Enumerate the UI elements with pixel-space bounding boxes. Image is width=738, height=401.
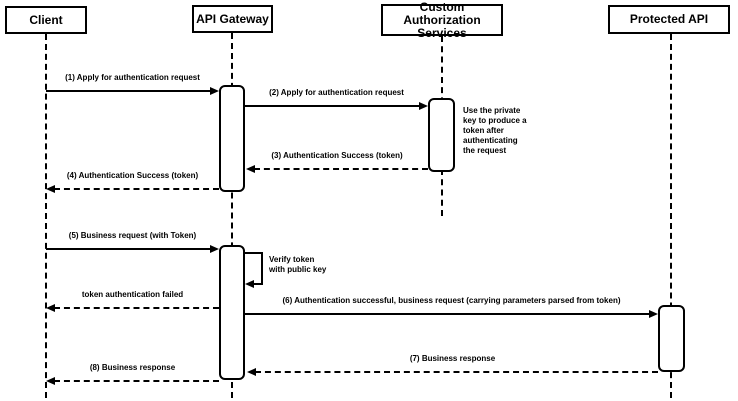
message-3-authentication-success: (3) Authentication Success (token) bbox=[246, 151, 428, 174]
lifeline-api-gateway bbox=[231, 33, 233, 398]
message-2-label: (2) Apply for authentication request bbox=[269, 88, 404, 97]
message-6-line bbox=[245, 313, 650, 315]
message-7-business-response: (7) Business response bbox=[247, 354, 658, 377]
message-5-label: (5) Business request (with Token) bbox=[68, 231, 197, 240]
message-3-line bbox=[254, 168, 428, 170]
activation-api-gateway-business bbox=[219, 245, 245, 380]
note-use-private-key: Use the private key to produce a token a… bbox=[463, 106, 527, 155]
message-8-label: (8) Business response bbox=[89, 363, 176, 372]
activation-api-gateway-auth bbox=[219, 85, 245, 192]
self-loop-line bbox=[245, 252, 263, 254]
message-8-business-response: (8) Business response bbox=[46, 363, 219, 386]
arrowhead-left-icon bbox=[46, 377, 55, 385]
lifeline-client bbox=[45, 34, 47, 398]
message-4-line bbox=[54, 188, 219, 190]
message-token-auth-failed: token authentication failed bbox=[46, 290, 219, 313]
message-3-label: (3) Authentication Success (token) bbox=[271, 151, 403, 160]
arrowhead-left-icon bbox=[46, 304, 55, 312]
self-loop-line bbox=[261, 252, 263, 285]
message-1-line bbox=[46, 90, 211, 92]
actor-client: Client bbox=[5, 6, 87, 34]
activation-custom-auth-services bbox=[428, 98, 455, 172]
activation-protected-api bbox=[658, 305, 685, 372]
lifeline-protected-api bbox=[670, 34, 672, 398]
arrowhead-right-icon bbox=[210, 245, 219, 253]
self-message-label: Verify token with public key bbox=[269, 255, 327, 274]
message-4-label: (4) Authentication Success (token) bbox=[66, 171, 199, 180]
arrowhead-left-icon bbox=[246, 165, 255, 173]
message-2-apply-authentication: (2) Apply for authentication request bbox=[245, 88, 428, 111]
arrowhead-left-icon bbox=[247, 368, 256, 376]
message-4-authentication-success: (4) Authentication Success (token) bbox=[46, 171, 219, 194]
message-7-line bbox=[255, 371, 658, 373]
message-1-label: (1) Apply for authentication request bbox=[65, 73, 200, 82]
message-token-auth-failed-line bbox=[54, 307, 219, 309]
arrowhead-right-icon bbox=[210, 87, 219, 95]
actor-api-gateway: API Gateway bbox=[192, 5, 273, 33]
message-2-line bbox=[245, 105, 420, 107]
arrowhead-right-icon bbox=[419, 102, 428, 110]
self-loop-line bbox=[251, 283, 261, 285]
arrowhead-left-icon bbox=[46, 185, 55, 193]
message-6-auth-successful-business-request: (6) Authentication successful, business … bbox=[245, 296, 658, 319]
message-5-line bbox=[46, 248, 211, 250]
arrowhead-right-icon bbox=[649, 310, 658, 318]
message-token-auth-failed-label: token authentication failed bbox=[81, 290, 184, 299]
message-1-apply-authentication: (1) Apply for authentication request bbox=[46, 73, 219, 96]
message-5-business-request: (5) Business request (with Token) bbox=[46, 231, 219, 254]
arrowhead-left-icon bbox=[245, 280, 254, 288]
self-message-verify-token: Verify token with public key bbox=[245, 252, 365, 288]
actor-protected-api: Protected API bbox=[608, 5, 730, 34]
message-8-line bbox=[54, 380, 219, 382]
actor-custom-authorization-services: Custom Authorization Services bbox=[381, 0, 503, 39]
message-6-label: (6) Authentication successful, business … bbox=[282, 296, 621, 305]
message-7-label: (7) Business response bbox=[409, 354, 496, 363]
